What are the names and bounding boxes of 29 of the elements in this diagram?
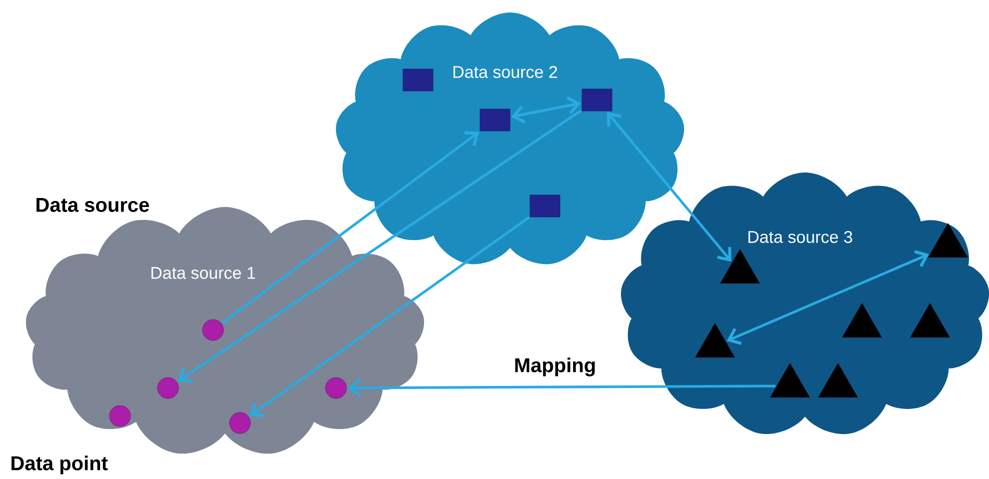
data-point-dot — [157, 377, 179, 399]
cloud-label: Data source 2 — [453, 66, 558, 78]
arrow — [348, 378, 776, 398]
cloud-label: Data source 1 — [152, 267, 256, 279]
triangle-marker — [842, 303, 882, 338]
triangle-marker — [770, 362, 810, 398]
triangle-marker — [910, 303, 950, 338]
arrow — [726, 250, 930, 345]
arrow — [606, 112, 732, 262]
data-point-dot — [202, 319, 224, 341]
arrow — [222, 131, 480, 324]
arrow — [250, 216, 530, 418]
data-point-dot — [109, 405, 131, 427]
square-marker — [530, 194, 560, 218]
arrow — [178, 110, 582, 383]
triangle-marker — [928, 223, 968, 258]
section-label: Data point — [12, 456, 108, 474]
arrow — [511, 96, 581, 124]
triangle-marker — [818, 362, 858, 398]
triangle-marker — [720, 249, 760, 284]
section-label: Data source — [36, 198, 149, 212]
cloud-label: Data source 3 — [748, 230, 852, 244]
triangle-marker — [695, 322, 735, 358]
data-point-dot — [229, 412, 251, 434]
square-marker — [582, 88, 612, 112]
square-marker — [402, 68, 434, 92]
edge-label: Mapping — [515, 358, 595, 376]
square-marker — [480, 108, 510, 132]
data-point-dot — [325, 377, 347, 399]
